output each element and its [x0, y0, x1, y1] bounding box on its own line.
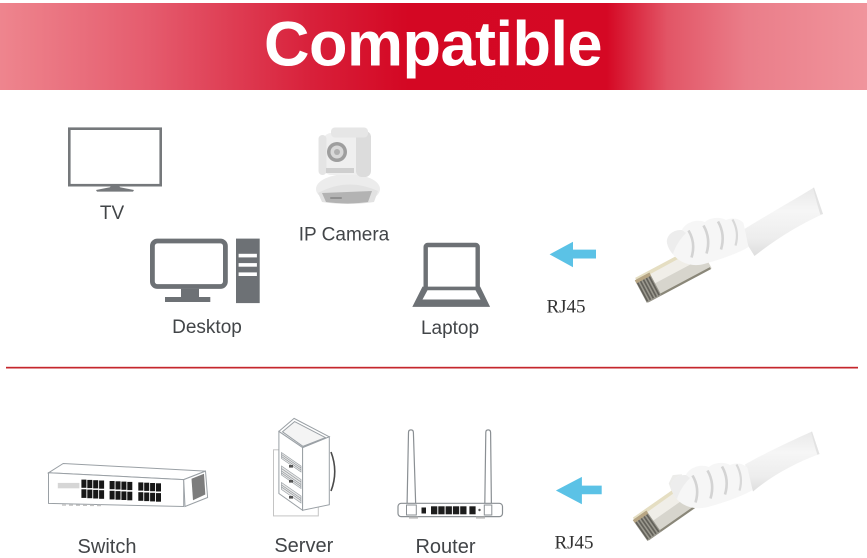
- svg-text:RJ45: RJ45: [554, 533, 593, 554]
- svg-text:Desktop: Desktop: [172, 317, 242, 338]
- svg-text:IP Camera: IP Camera: [299, 224, 390, 245]
- svg-text:Laptop: Laptop: [421, 318, 479, 339]
- svg-text:Server: Server: [274, 535, 333, 557]
- svg-text:TV: TV: [100, 203, 125, 224]
- svg-text:Router: Router: [415, 536, 475, 558]
- svg-text:RJ45: RJ45: [546, 297, 585, 318]
- svg-text:Switch: Switch: [78, 536, 137, 558]
- svg-text:Compatible: Compatible: [264, 10, 602, 80]
